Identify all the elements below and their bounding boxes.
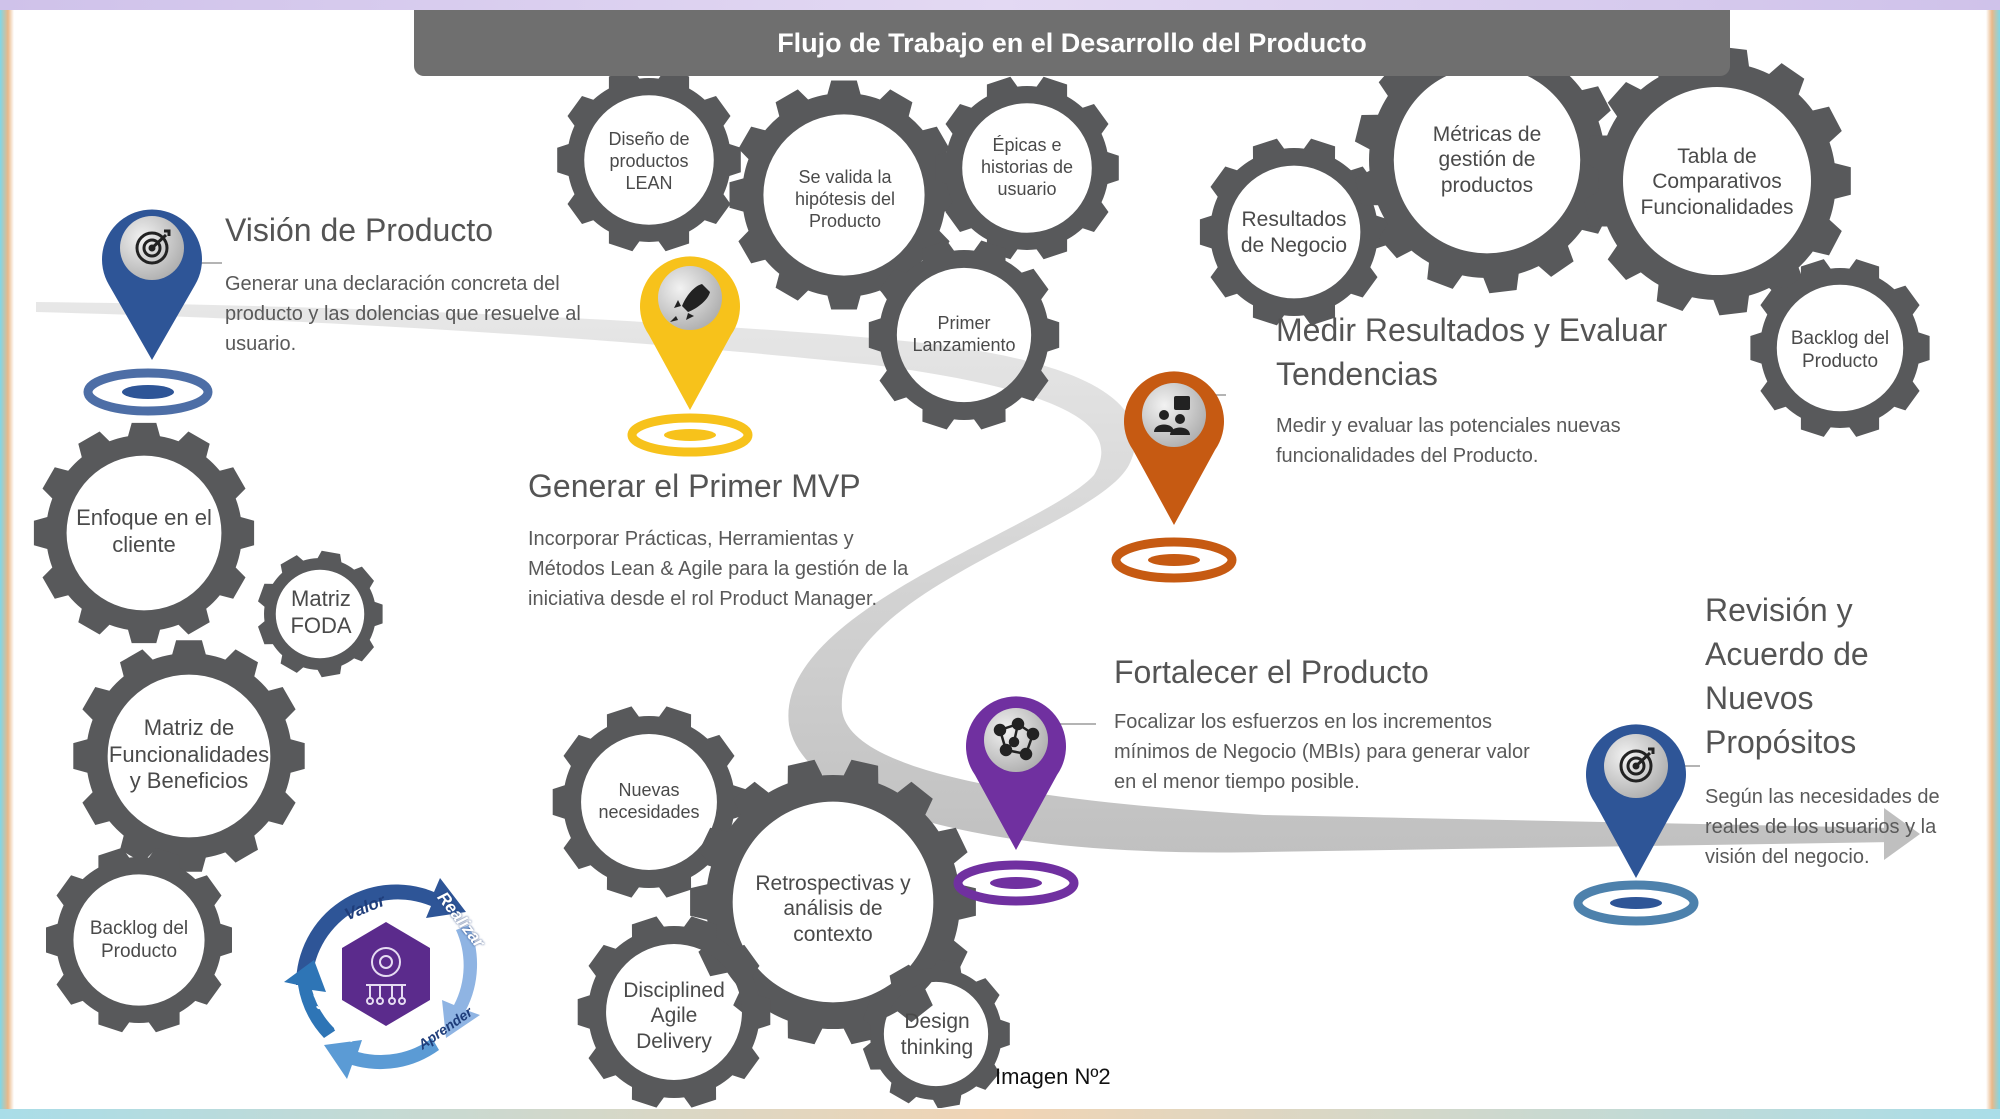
stage-desc-mvp: Incorporar Prácticas, Herramientas y Mét… (528, 528, 909, 610)
pin-strengthen (966, 696, 1066, 850)
gear-network-icon (366, 947, 406, 1005)
cycle-graphic (284, 878, 480, 1079)
stage-desc-measure: Medir y evaluar las potenciales nuevas f… (1276, 415, 1621, 467)
figure-caption: Imagen Nº2 (995, 1064, 1111, 1089)
pin-rings (83, 368, 1699, 926)
gear-label-business-results: Resultados de Negocio (1240, 208, 1348, 257)
money-person-icon (1154, 396, 1190, 435)
rocket-icon (670, 284, 710, 322)
gear-label-first-launch: Primer Lanzamiento (912, 313, 1016, 355)
stage-heading-strengthen: Fortalecer el Producto (1114, 654, 1429, 690)
gear-label-swot: Matriz FODA (290, 586, 352, 638)
gear-label-hypothesis: Se valida la hipótesis del Producto (794, 167, 896, 231)
network-icon (993, 717, 1040, 761)
gear-label-epics: Épicas e historias de usuario (980, 135, 1074, 199)
pin-measure (1124, 371, 1224, 525)
gear-group (33, 26, 1930, 1108)
gear-label-disciplined-agile: Disciplined Agile Delivery (623, 978, 725, 1053)
gear-customer-focus (33, 422, 255, 644)
pin-vision (102, 209, 203, 360)
stage-heading-measure: Medir Resultados y Evaluar Tendencias (1276, 312, 1668, 393)
gear-label-retrospectives: Retrospectivas y análisis de contexto (755, 871, 911, 946)
bottom-border (0, 1109, 2000, 1119)
roadmap-path (36, 302, 1920, 860)
stage-desc-strengthen: Focalizar los esfuerzos en los increment… (1114, 711, 1530, 793)
gear-label-features-matrix: Matriz de Funcionalidades y Beneficios (108, 714, 270, 794)
gear-label-backlog-right: Backlog del Producto (1790, 327, 1890, 372)
top-border (0, 0, 2000, 10)
gear-label-comparison-table: Tabla de Comparativos Funcionalidades (1640, 144, 1794, 219)
diagram-title: Flujo de Trabajo en el Desarrollo del Pr… (414, 10, 1730, 76)
stage-heading-review: Revisión y Acuerdo de Nuevos Propósitos (1705, 592, 1869, 761)
gear-hypothesis (729, 80, 959, 310)
target-icon (1619, 747, 1655, 783)
diagram-canvas: Flujo de Trabajo en el Desarrollo del Pr… (14, 10, 1986, 1108)
gear-label-customer-focus: Enfoque en el cliente (76, 505, 212, 557)
gear-comparison-table (1583, 46, 1851, 316)
gear-management-metrics (1354, 26, 1620, 294)
stage-heading-mvp: Generar el Primer MVP (528, 468, 861, 504)
gear-label-lean-design: Diseño de productos LEAN (608, 129, 690, 193)
gear-label-backlog-left: Backlog del Producto (89, 917, 189, 962)
gear-label-new-needs: Nuevas necesidades (598, 780, 700, 822)
stage-heading-vision: Visión de Producto (225, 212, 494, 248)
stage-desc-vision: Generar una declaración concreta del pro… (225, 273, 581, 355)
gear-swot (258, 550, 383, 678)
target-icon (135, 229, 171, 265)
pin-mvp (640, 256, 741, 410)
gear-design-thinking (862, 959, 1010, 1108)
pin-review (1586, 724, 1686, 878)
gear-label-management-metrics: Métricas de gestión de productos (1432, 122, 1542, 197)
stage-desc-review: Según las necesidades de reales de los u… (1705, 786, 1940, 868)
gear-features-matrix (73, 640, 305, 872)
gear-label-design-thinking: Design thinking (900, 1010, 974, 1059)
